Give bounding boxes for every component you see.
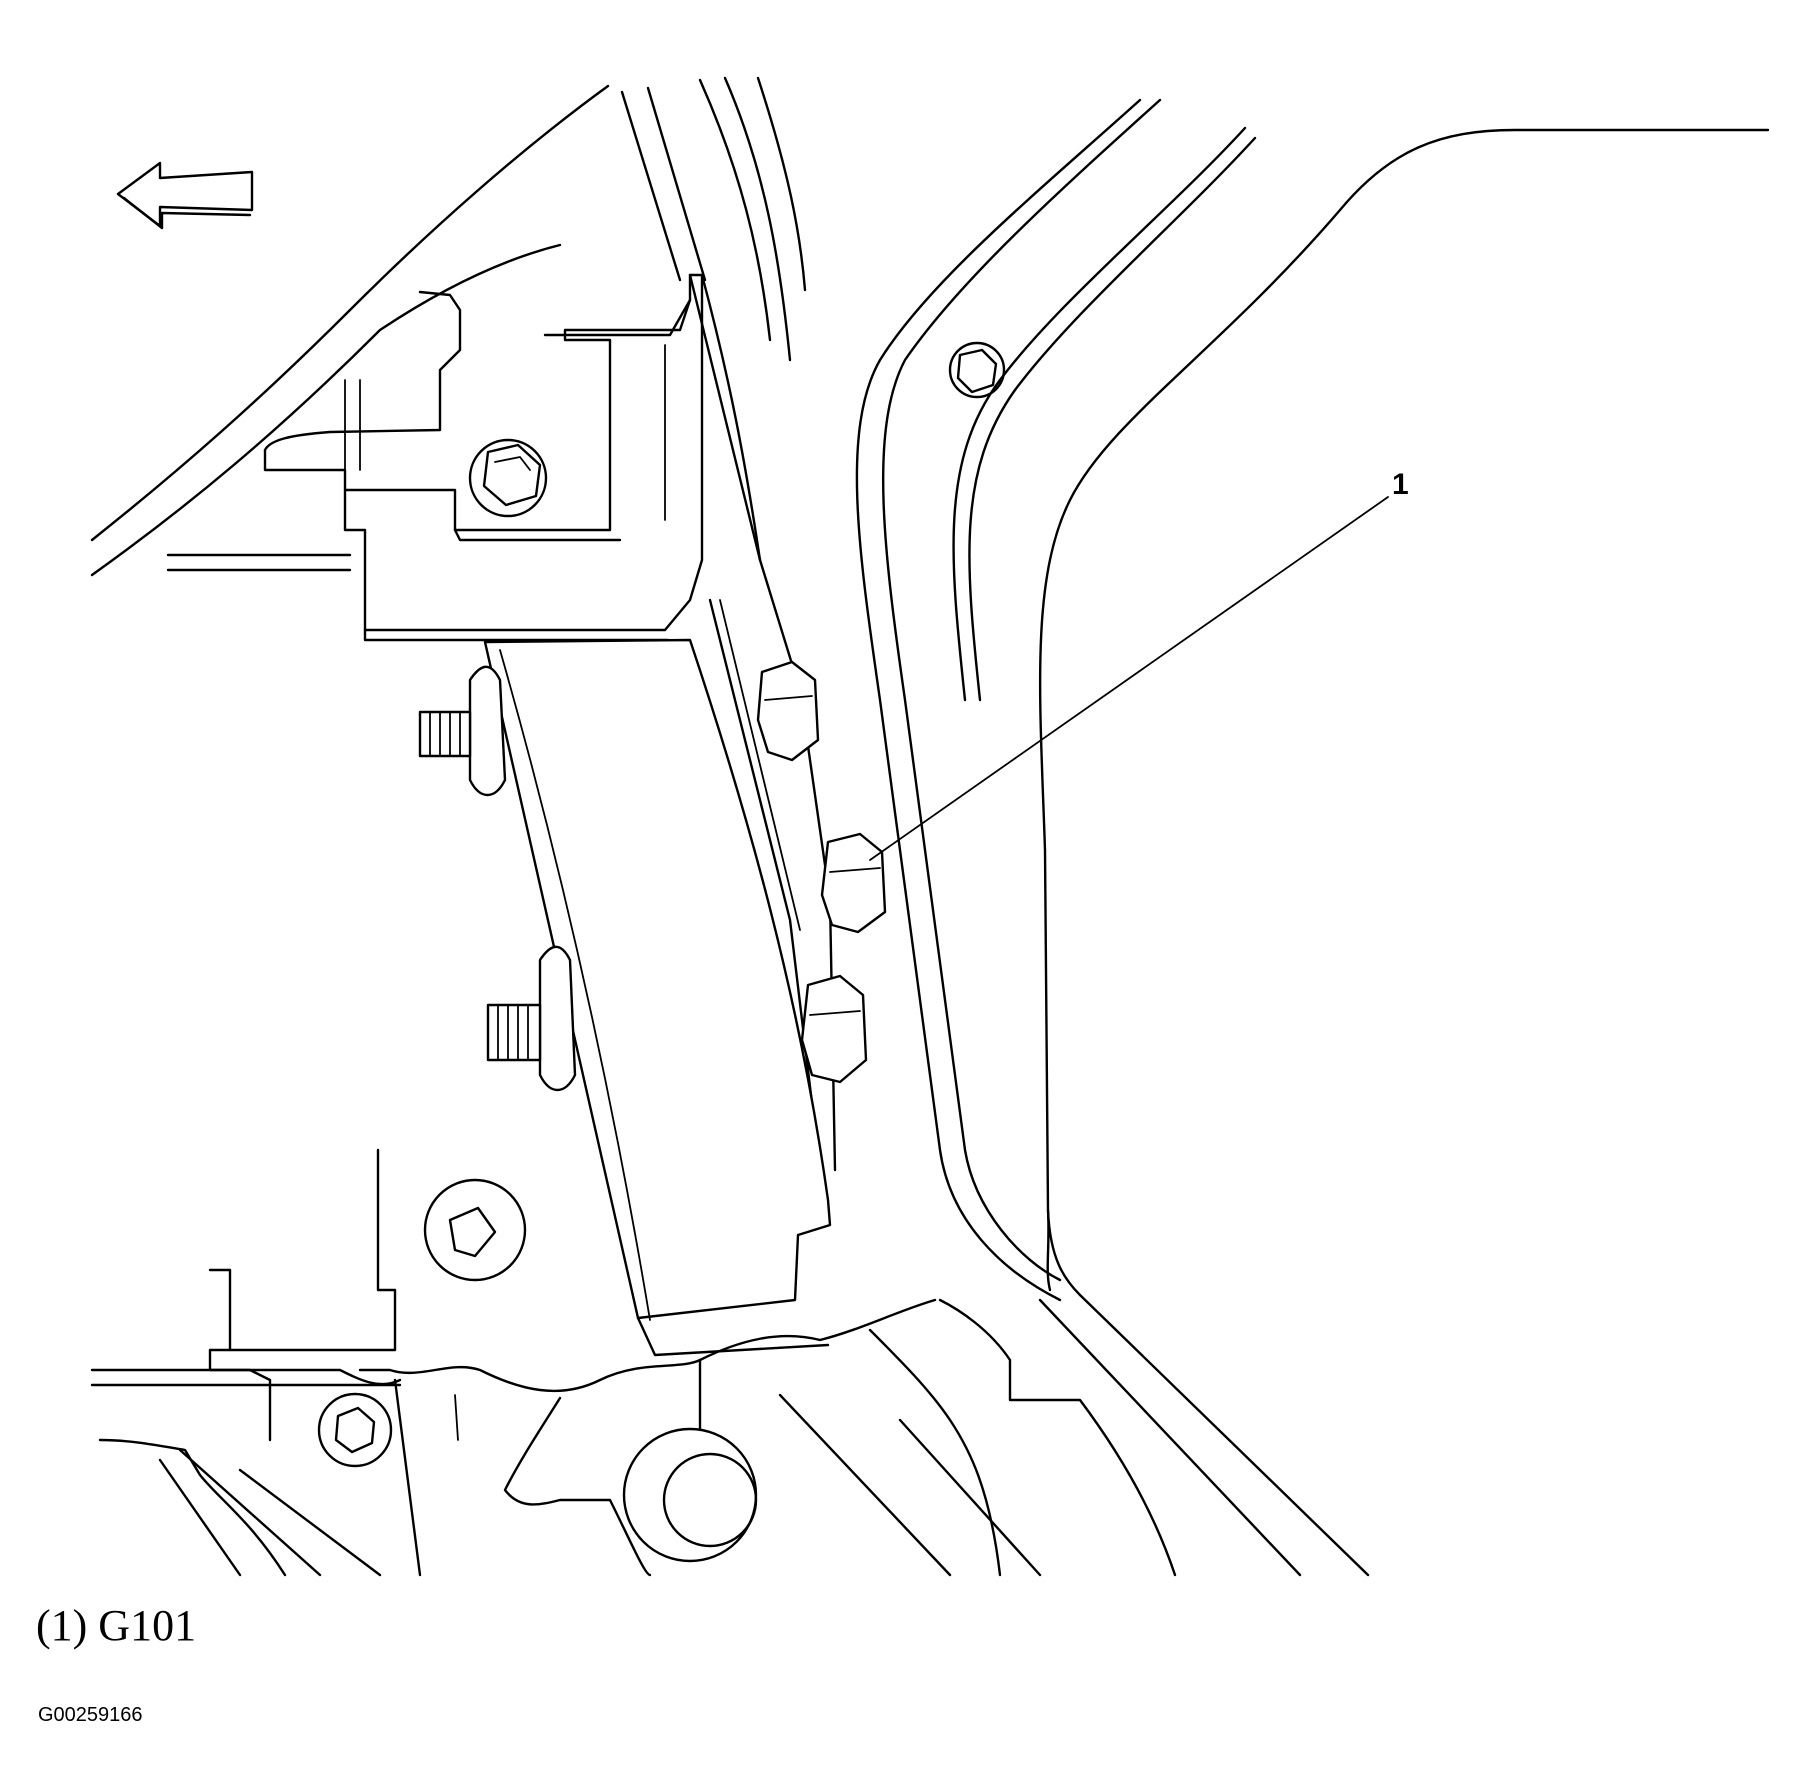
ground-bracket xyxy=(483,638,832,1357)
callout-number: 1 xyxy=(1392,468,1409,501)
lower-bosses xyxy=(317,1178,758,1563)
upper-bracket xyxy=(263,273,704,642)
bolt-icon xyxy=(800,974,868,1084)
ground-bolt-g101-icon xyxy=(820,832,887,934)
direction-arrow-left-icon xyxy=(116,161,254,230)
ground-location-diagram: 1 xyxy=(90,76,1770,1577)
body-contour xyxy=(90,84,610,577)
bolt-icon xyxy=(756,660,820,762)
figure-caption: (1) G101 xyxy=(36,1601,197,1650)
stud-icon xyxy=(418,665,577,1092)
lower-structure xyxy=(90,1148,1177,1577)
right-panel xyxy=(855,98,1770,1577)
callout-1: 1 xyxy=(869,468,1409,861)
figure-id: G00259166 xyxy=(38,1704,143,1726)
bolt-icon xyxy=(468,438,548,518)
bolt-icon xyxy=(948,341,1006,399)
